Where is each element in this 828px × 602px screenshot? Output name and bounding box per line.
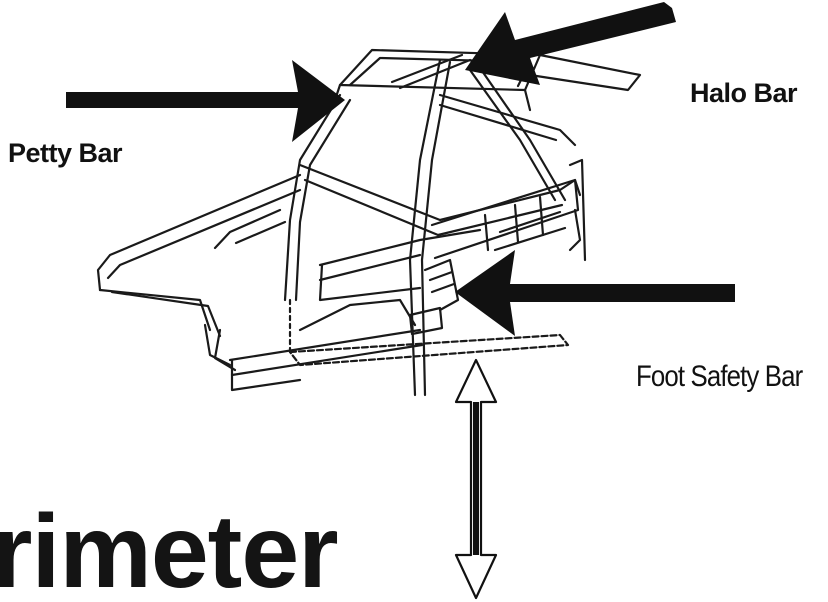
foot-safety-bar-arrow: [455, 250, 735, 336]
chassis-frame: [96, 48, 642, 397]
arrow-right-icon: [66, 60, 345, 142]
halo-bar-label: Halo Bar: [690, 78, 798, 108]
petty-bar-arrow: [66, 60, 345, 142]
arrow-left-icon: [455, 250, 735, 336]
halo-bar-arrow: [465, 2, 676, 85]
perimeter-heading: rimeter: [0, 494, 339, 602]
foot-safety-bar-label: Foot Safety Bar: [636, 360, 803, 393]
petty-bar-label: Petty Bar: [8, 138, 123, 168]
height-double-arrow: [454, 358, 498, 600]
arrow-left-down-icon: [465, 2, 676, 85]
